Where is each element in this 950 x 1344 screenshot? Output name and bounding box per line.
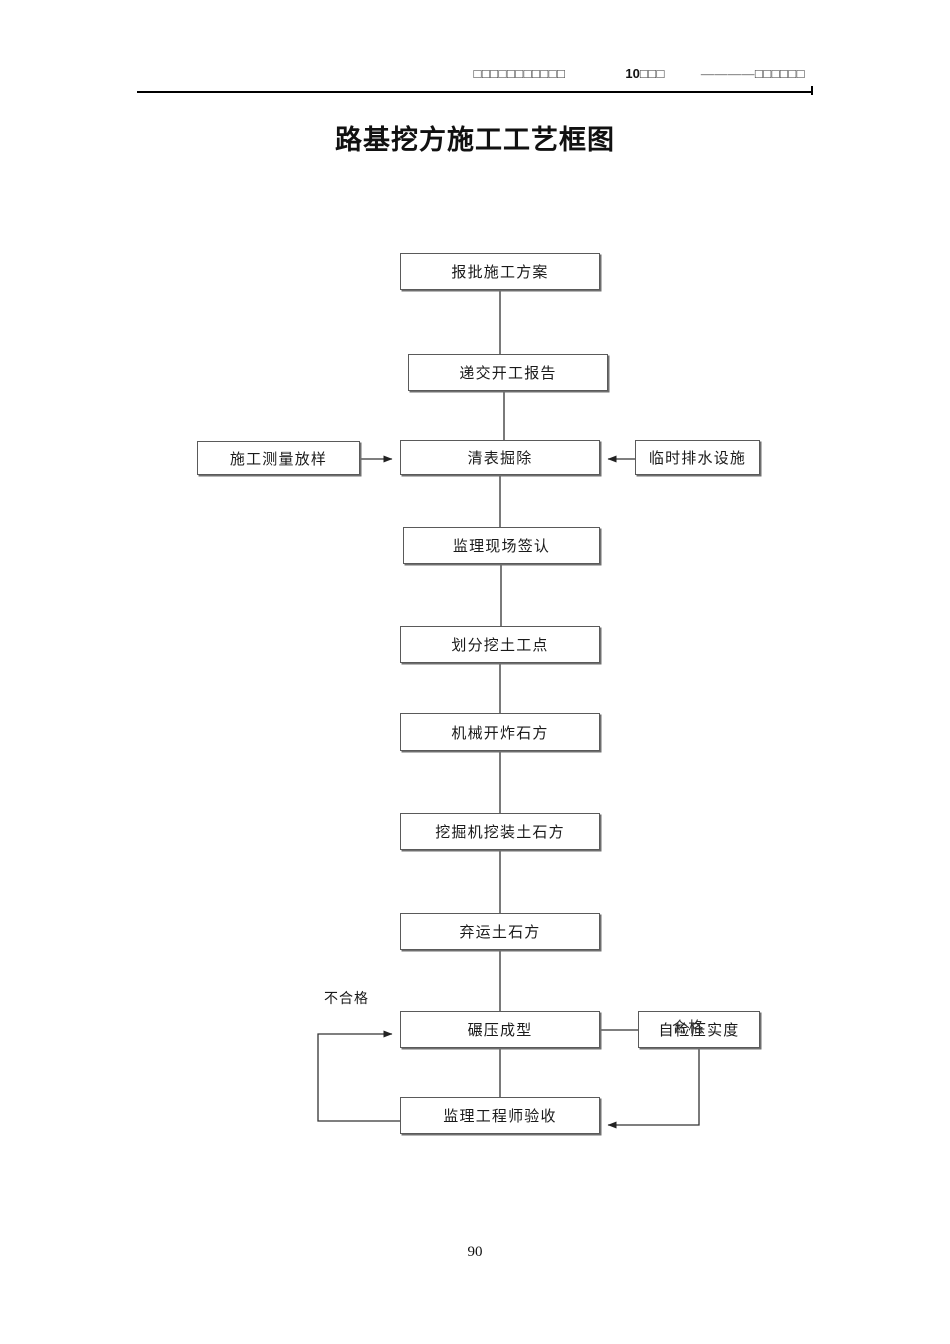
flow-node-n6: 机械开炸石方 bbox=[400, 713, 600, 751]
flow-node-n5: 划分挖土工点 bbox=[400, 626, 600, 663]
flow-node-label: 碾压成型 bbox=[467, 1023, 533, 1039]
flow-node-label: 监理现场签认 bbox=[452, 539, 551, 555]
flow-node-label: 递交开工报告 bbox=[459, 366, 557, 382]
flow-node-n3: 清表掘除 bbox=[400, 440, 600, 475]
flow-node-n1: 报批施工方案 bbox=[400, 253, 600, 290]
flow-node-label: 临时排水设施 bbox=[648, 451, 747, 467]
flow-node-n3l: 施工测量放样 bbox=[197, 441, 360, 475]
edge-fail-return-to-rolling bbox=[317, 1030, 400, 1122]
flow-node-n10: 监理工程师验收 bbox=[400, 1097, 600, 1134]
flow-node-label: 施工测量放样 bbox=[229, 451, 328, 468]
flow-node-n3r: 临时排水设施 bbox=[635, 440, 760, 475]
flow-node-label: 清表掘除 bbox=[467, 451, 533, 467]
flow-node-n9r: 自检压实度 bbox=[638, 1011, 760, 1048]
flow-node-label: 弃运土石方 bbox=[459, 925, 541, 941]
flow-node-label: 机械开炸石方 bbox=[451, 725, 549, 742]
header-page-marker-suffix: □□□ bbox=[639, 66, 665, 81]
flow-node-label: 监理工程师验收 bbox=[443, 1109, 557, 1125]
header-divider-rule bbox=[137, 91, 813, 93]
edge-selfcheck-pass-to-acceptance bbox=[607, 1048, 700, 1129]
header-left-text: □□□□□□□□□□□ bbox=[473, 66, 566, 81]
page-title: 路基挖方施工工艺框图 bbox=[335, 125, 615, 155]
flow-node-label: 挖掘机挖装土石方 bbox=[435, 825, 565, 841]
flow-lbl-pass: 合格 bbox=[672, 1020, 705, 1036]
flow-node-n8: 弃运土石方 bbox=[400, 913, 600, 950]
flow-node-label: 报批施工方案 bbox=[451, 265, 549, 281]
flow-node-n9: 碾压成型 bbox=[400, 1011, 600, 1048]
flow-node-n7: 挖掘机挖装土石方 bbox=[400, 813, 600, 850]
header-right-text: ————□□□□□□ bbox=[700, 66, 805, 81]
running-header: □□□□□□□□□□□ 10 □□□ ————□□□□□□ bbox=[137, 66, 813, 92]
flow-node-label: 划分挖土工点 bbox=[451, 638, 549, 654]
page-number: 90 bbox=[467, 1244, 483, 1260]
flow-node-n4: 监理现场签认 bbox=[403, 527, 600, 564]
header-page-marker: 10 bbox=[625, 66, 640, 81]
header-end-tick bbox=[811, 86, 813, 95]
flow-node-n2: 递交开工报告 bbox=[408, 354, 608, 391]
flow-lbl-fail: 不合格 bbox=[324, 992, 369, 1007]
flow-node-label: 自检压实度 bbox=[658, 1023, 740, 1039]
